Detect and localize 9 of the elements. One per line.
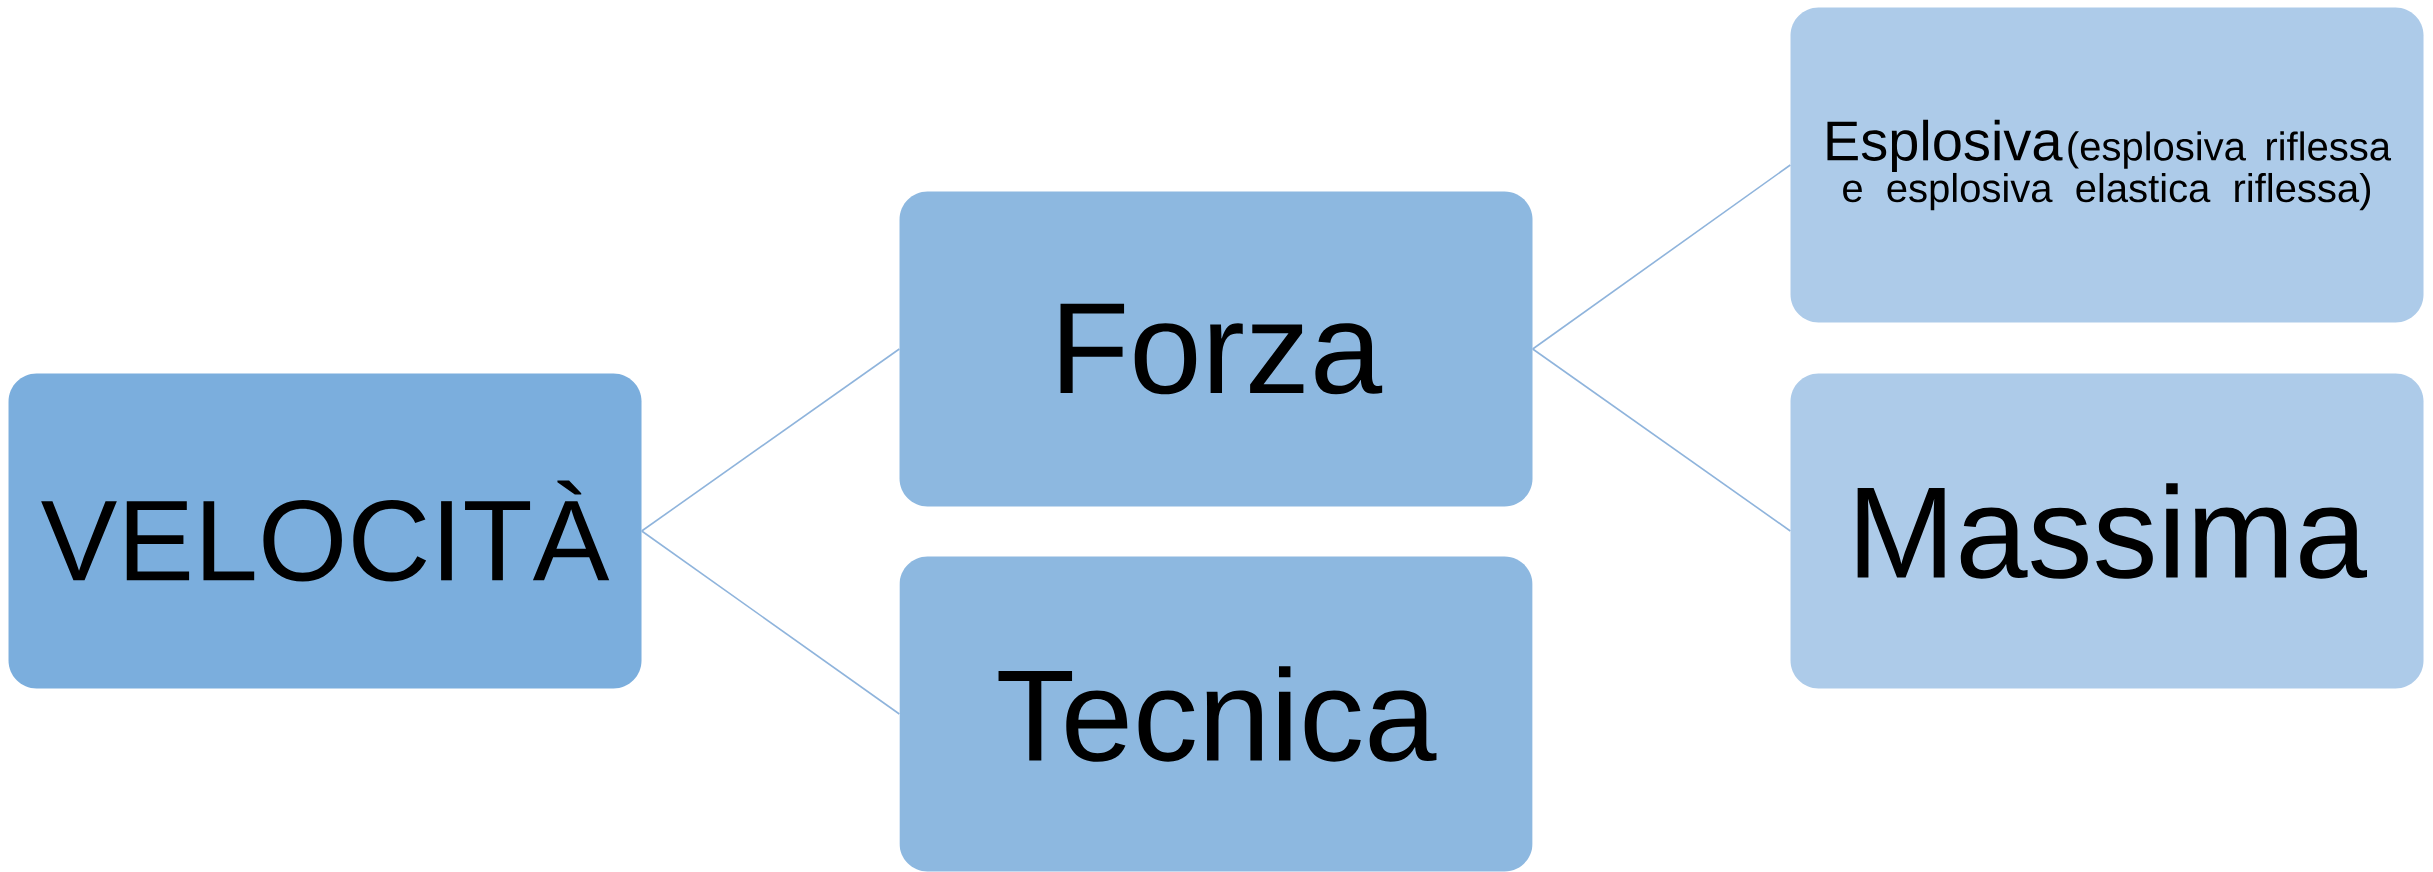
- connector-line: [1531, 164, 1792, 350]
- process-box: Esplosiva(esplosiva riflessa e esplosiva elastica riflessa): [1790, 7, 2424, 323]
- connector-line: [640, 530, 901, 715]
- process-box: Forza: [899, 191, 1533, 507]
- process-box: VELOCITÀ: [8, 373, 642, 689]
- connector-line: [640, 348, 901, 532]
- connector-line: [1531, 348, 1792, 532]
- process-box: Massima: [1790, 373, 2424, 689]
- process-box: Tecnica: [899, 556, 1533, 872]
